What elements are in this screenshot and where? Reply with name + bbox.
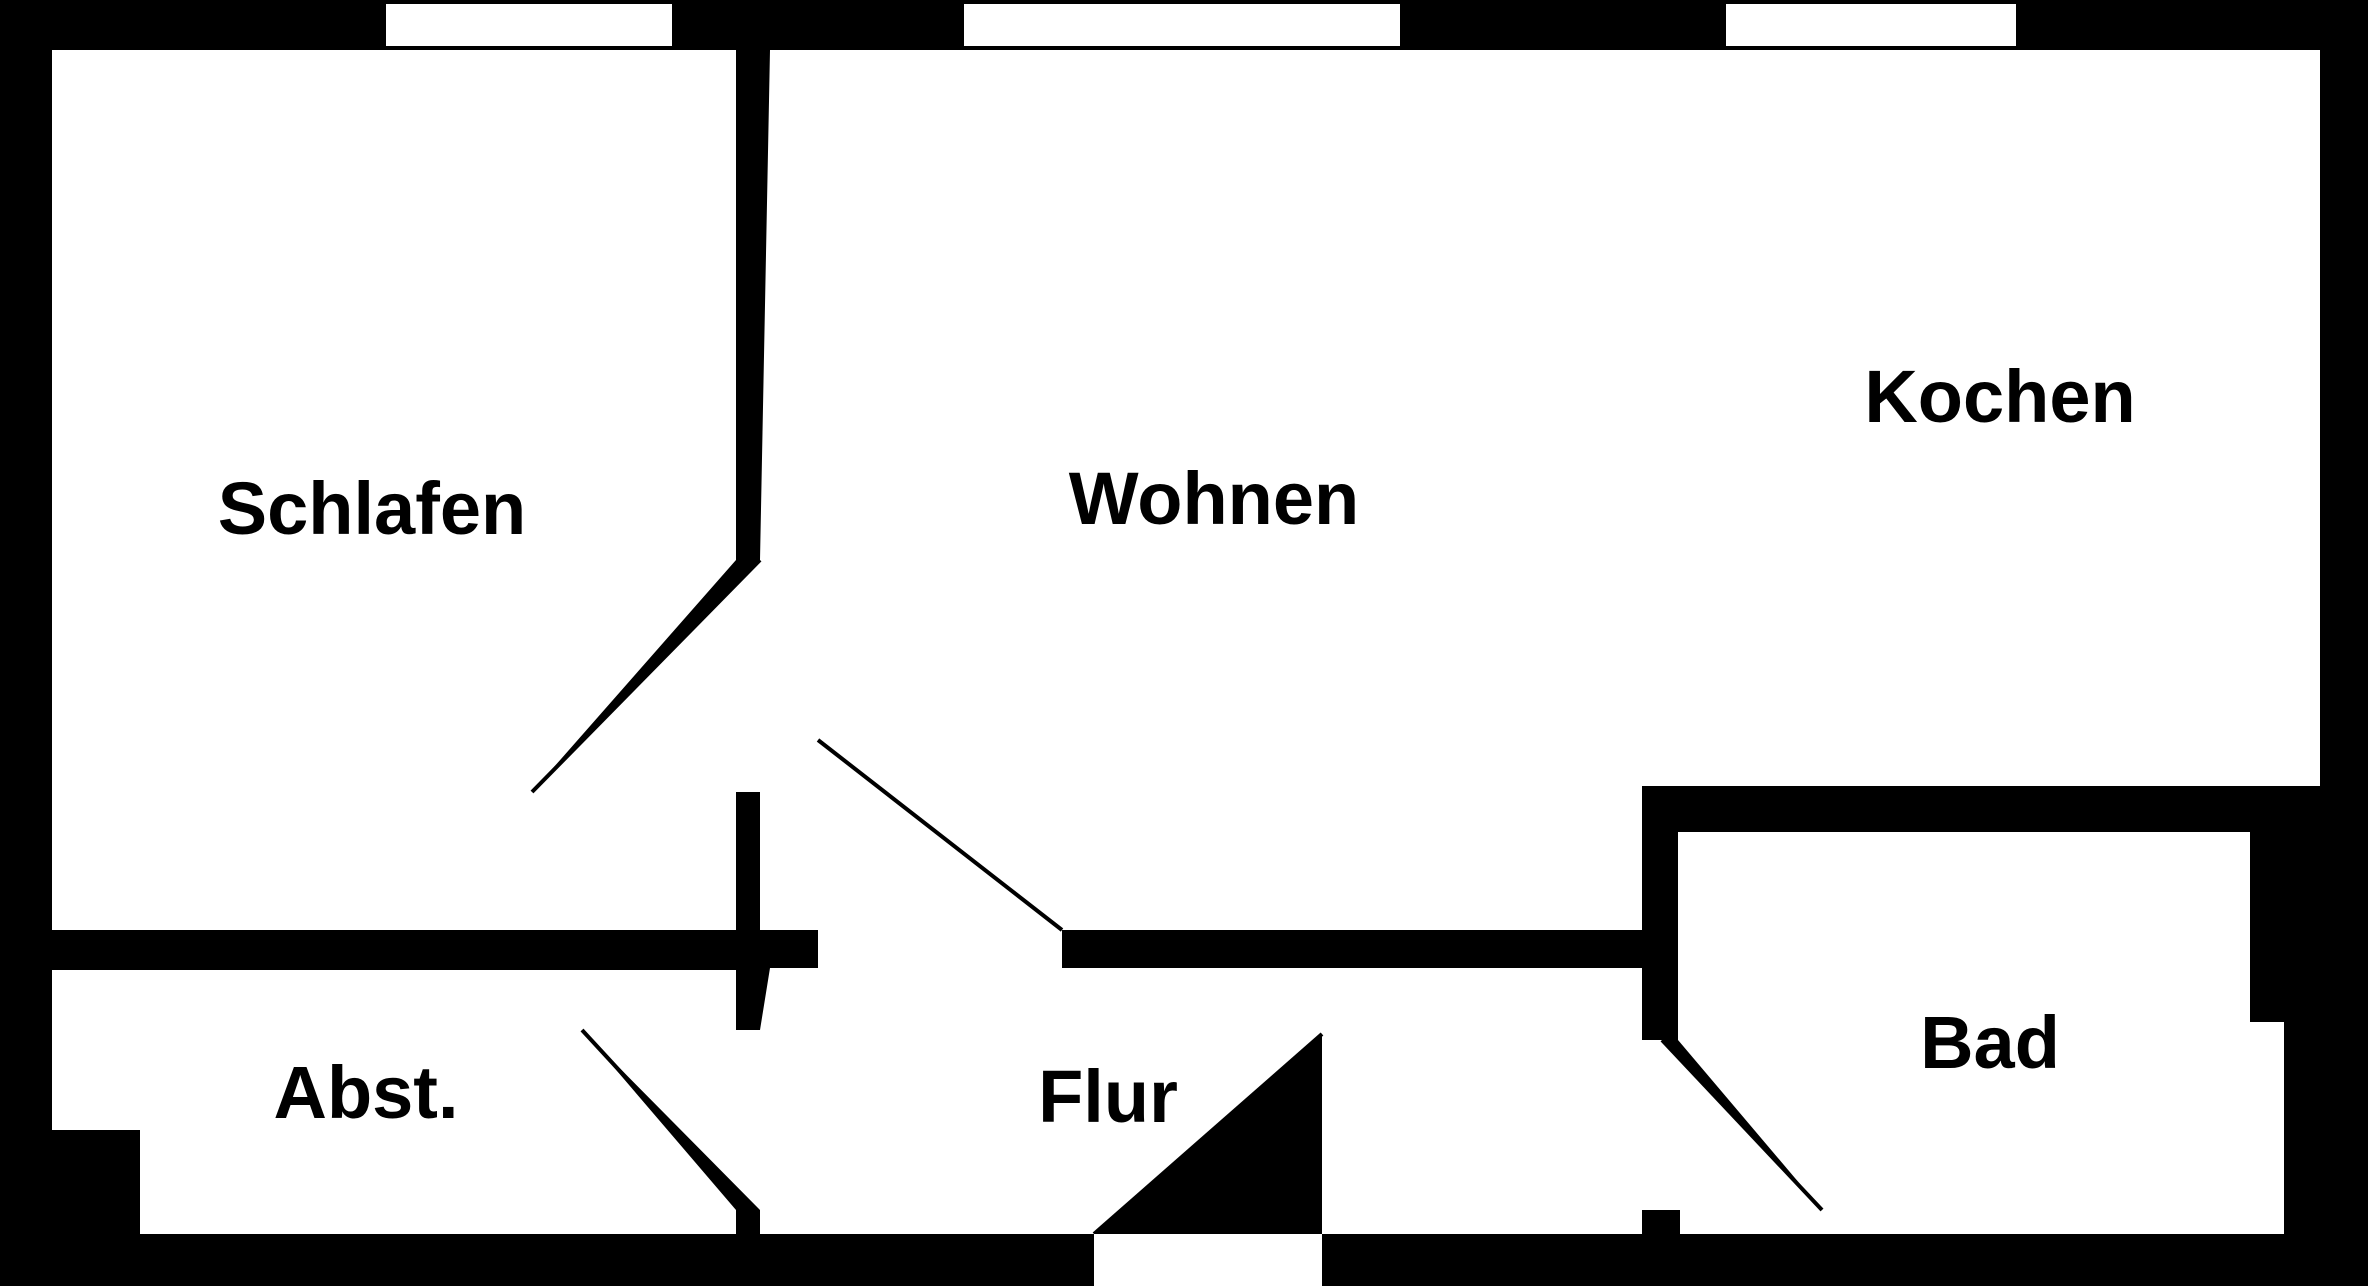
room-flur xyxy=(582,968,1822,1234)
door-swing-line-flur xyxy=(816,738,1064,932)
window-middle xyxy=(964,4,1400,46)
door-swing-line-bad xyxy=(1660,1038,1824,1212)
label-flur: Flur xyxy=(1038,1055,1178,1138)
label-schlafen: Schlafen xyxy=(218,467,526,550)
label-wohnen: Wohnen xyxy=(1069,457,1359,540)
room-wohnen-kochen xyxy=(532,50,2320,930)
label-bad: Bad xyxy=(1920,1001,2060,1084)
window-right xyxy=(1726,4,2016,46)
label-abstellraum: Abst. xyxy=(274,1051,459,1134)
door-opening-wohnen xyxy=(818,740,1062,968)
door-swing-line-entrance xyxy=(1092,1032,1324,1236)
door-swing-line-abst xyxy=(580,1028,750,1212)
room-bad xyxy=(1678,832,2284,1234)
room-schlafen xyxy=(52,50,736,930)
door-swing-line-schlafen xyxy=(530,558,762,794)
room-abstellraum xyxy=(52,970,736,1234)
entrance-opening xyxy=(1094,1234,1322,1286)
window-left xyxy=(386,4,672,46)
label-kochen: Kochen xyxy=(1864,355,2135,438)
